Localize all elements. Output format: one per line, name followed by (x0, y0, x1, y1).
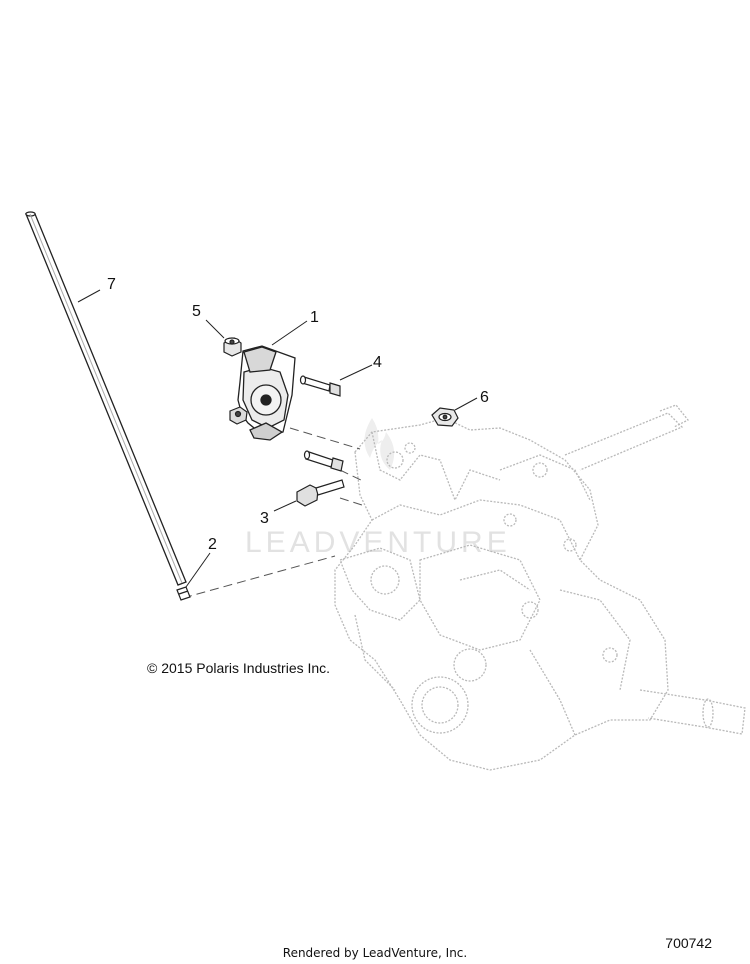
part-3-bolt-lower (296, 479, 345, 507)
part-7-rod (25, 211, 187, 586)
transmission-assembly (334, 404, 746, 771)
part-4-bolt (299, 375, 341, 397)
watermark-text: LEADVENTURE (245, 526, 511, 559)
part-1-bracket (237, 345, 296, 441)
callout-4: 4 (373, 354, 382, 371)
part-5-nut (223, 337, 242, 357)
watermark: LEADVENTURE (245, 418, 511, 559)
small-nut (229, 406, 248, 425)
part-3-bolt-upper (303, 450, 344, 472)
callout-2: 2 (208, 536, 217, 553)
callout-3: 3 (260, 510, 269, 527)
copyright-notice: © 2015 Polaris Industries Inc. (147, 660, 331, 676)
callout-5: 5 (192, 303, 201, 320)
part-6-nut (431, 407, 459, 427)
rendered-by-footer: Rendered by LeadVenture, Inc. (282, 946, 468, 960)
dash-lines (182, 427, 366, 599)
callout-6: 6 (480, 389, 489, 406)
figure-number: 700742 (665, 935, 712, 951)
part-2-clip (176, 586, 191, 601)
callout-7: 7 (107, 276, 116, 293)
leader-lines (77, 289, 478, 588)
callout-1: 1 (310, 309, 319, 326)
